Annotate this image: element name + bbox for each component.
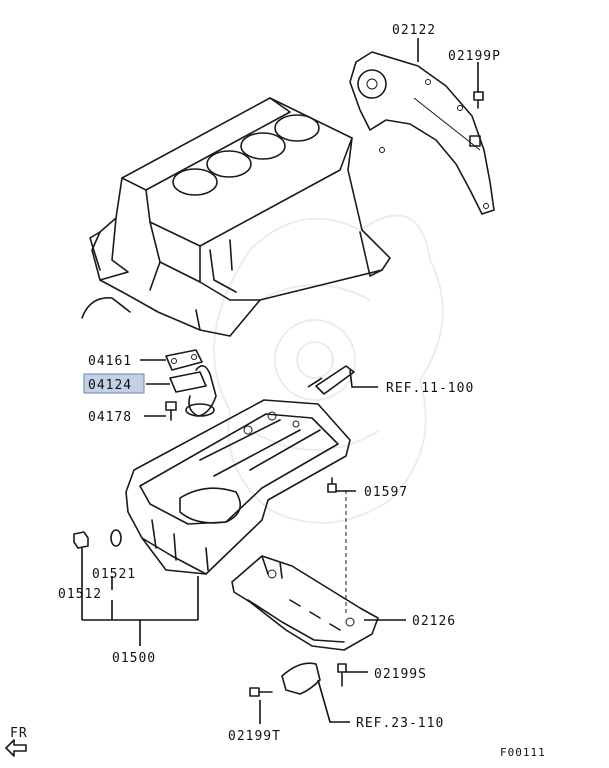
label-01500[interactable]: 01500 — [112, 651, 156, 666]
label-02122[interactable]: 02122 — [392, 23, 436, 38]
label-ref-11-100[interactable]: REF.11-100 — [386, 381, 474, 396]
drain-washer-01521 — [110, 529, 122, 547]
arrow-icon — [5, 739, 27, 757]
label-02199P[interactable]: 02199P — [448, 49, 501, 64]
label-ref-23-110[interactable]: REF.23-110 — [356, 716, 444, 731]
watermark-emblem — [213, 214, 444, 524]
figure-code: F00111 — [500, 746, 546, 759]
label-01512[interactable]: 01512 — [58, 587, 102, 602]
fr-label: FR — [10, 726, 28, 741]
label-02126[interactable]: 02126 — [412, 614, 456, 629]
drain-plug-01512 — [73, 531, 89, 549]
front-direction-indicator: FR — [5, 726, 28, 757]
label-04178[interactable]: 04178 — [88, 410, 132, 425]
engine-block — [81, 97, 391, 337]
bolt-01597 — [327, 477, 337, 493]
highlight-04124 — [83, 373, 145, 394]
leader-lines — [81, 38, 479, 724]
label-04161[interactable]: 04161 — [88, 354, 132, 369]
label-04124[interactable]: 04124 — [88, 378, 132, 393]
bolt-02199S — [337, 663, 347, 687]
dipstick-ref-11-100 — [315, 365, 355, 395]
bolt-02199P — [473, 91, 484, 109]
bolt-02199T — [249, 687, 273, 697]
bracket-ref-23-110 — [281, 662, 321, 695]
label-02199S[interactable]: 02199S — [374, 667, 427, 682]
label-01521[interactable]: 01521 — [92, 567, 136, 582]
label-01597[interactable]: 01597 — [364, 485, 408, 500]
oil-pan-01500 — [125, 399, 351, 575]
lower-pan-02126 — [231, 555, 379, 651]
oil-strainer-gasket-04161 — [165, 349, 203, 371]
oil-strainer-04124 — [169, 365, 217, 417]
bolt-04178 — [165, 401, 177, 421]
label-02199T[interactable]: 02199T — [228, 729, 281, 744]
rear-plate-02122 — [349, 51, 495, 215]
